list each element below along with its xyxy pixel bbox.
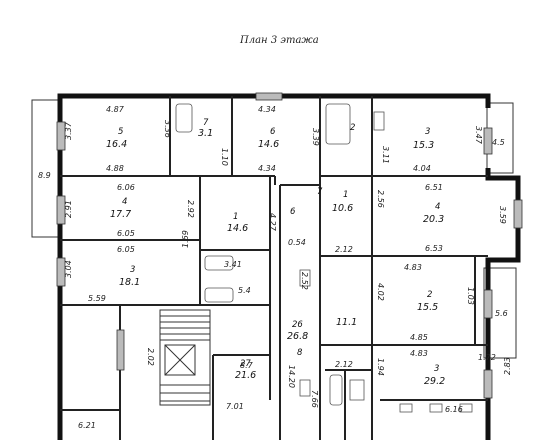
dim-label: 4.83 bbox=[410, 349, 428, 358]
dimension-labels: 4.87 4.88 3.36 1.10 4.34 4.34 3.39 3.11 … bbox=[38, 105, 512, 430]
dim-label: 0.54 bbox=[288, 238, 306, 247]
room-1-number: 1 bbox=[233, 212, 238, 222]
dim-label: 2.12 bbox=[335, 360, 353, 369]
room-7-number: 7 bbox=[203, 118, 209, 128]
dim-label: 4.5 bbox=[492, 138, 505, 147]
dim-label: 2.92 bbox=[186, 200, 195, 218]
room-5-area: 16.4 bbox=[106, 139, 127, 150]
dim-label: 1.10 bbox=[220, 148, 229, 166]
dim-label: 6.16 bbox=[445, 405, 463, 414]
room-2-number: 2 bbox=[350, 123, 355, 133]
dim-label: 5.59 bbox=[88, 294, 106, 303]
dim-label: 2.83 bbox=[503, 357, 512, 375]
dim-label: 5.6 bbox=[495, 309, 508, 318]
dim-label: 3.37 bbox=[64, 121, 73, 140]
dim-label: 6.05 bbox=[117, 229, 135, 238]
room-3-area: 15.3 bbox=[413, 140, 434, 151]
room-4b-number: 4 bbox=[435, 202, 440, 212]
dim-label: 7.01 bbox=[226, 402, 244, 411]
dim-label: 1.69 bbox=[181, 230, 190, 248]
dim-label: 4.87 bbox=[106, 105, 125, 114]
dim-label: 4.88 bbox=[106, 164, 124, 173]
dim-label: 2.52 bbox=[300, 272, 309, 290]
corridor-label-8: 8 bbox=[297, 348, 303, 358]
room-2b-area: 15.5 bbox=[417, 302, 438, 313]
room-6-area: 14.6 bbox=[258, 139, 279, 150]
room-11-area: 11.1 bbox=[336, 317, 357, 328]
room-1b-number: 1 bbox=[343, 190, 348, 200]
dim-label: 2.56 bbox=[376, 190, 385, 208]
dim-label: 6.21 bbox=[78, 421, 96, 430]
room-27-area: 21.6 bbox=[235, 370, 256, 381]
dim-label: 5.4 bbox=[238, 286, 251, 295]
room-7-area: 3.1 bbox=[198, 128, 213, 139]
dim-label: 8.9 bbox=[38, 171, 51, 180]
interior-walls bbox=[60, 96, 488, 440]
dim-label: 14.20 bbox=[287, 365, 296, 388]
room-26-area: 26.8 bbox=[287, 331, 308, 342]
dim-label: 6.53 bbox=[425, 244, 443, 253]
windows bbox=[56, 92, 523, 399]
room-3-number: 3 bbox=[425, 127, 430, 137]
balcony-left bbox=[31, 99, 61, 238]
bathroom-fixtures bbox=[175, 103, 473, 413]
staircase bbox=[159, 309, 211, 406]
room-1b-area: 10.6 bbox=[332, 203, 353, 214]
room-3b-area: 18.1 bbox=[119, 277, 140, 288]
room-3c-area: 29.2 bbox=[424, 376, 445, 387]
dim-label: 2.91 bbox=[64, 200, 73, 218]
corridor-label-6: 6 bbox=[290, 207, 296, 217]
dim-label: 3.04 bbox=[64, 260, 73, 278]
dim-label: 3.36 bbox=[163, 120, 172, 138]
dim-label: 2.02 bbox=[146, 348, 155, 366]
dim-label: 4.34 bbox=[258, 164, 276, 173]
dim-label: 4.02 bbox=[376, 283, 385, 301]
dim-label: 6.06 bbox=[117, 183, 135, 192]
dim-label: 3.11 bbox=[381, 146, 390, 164]
dim-label: 3.41 bbox=[224, 260, 242, 269]
room-labels: 5 16.4 7 3.1 6 14.6 2 3 15.3 4 17.7 1 14… bbox=[106, 118, 445, 387]
corridor-label-7: 7 bbox=[317, 187, 323, 197]
room-3c-number: 3 bbox=[434, 364, 439, 374]
room-4-number: 4 bbox=[122, 197, 127, 207]
dim-label: 3.39 bbox=[311, 128, 320, 146]
room-6-number: 6 bbox=[270, 127, 276, 137]
room-4-area: 17.7 bbox=[110, 209, 131, 220]
dim-label: 8.7 bbox=[240, 361, 254, 370]
dim-label: 4.85 bbox=[410, 333, 428, 342]
dim-label: 3.59 bbox=[498, 206, 507, 224]
dim-label: 4.27 bbox=[268, 213, 277, 232]
dim-label: 3.47 bbox=[474, 126, 483, 145]
room-3b-number: 3 bbox=[130, 265, 135, 275]
dim-label: 4.83 bbox=[404, 263, 422, 272]
dim-label: 6.51 bbox=[425, 183, 443, 192]
room-1-area: 14.6 bbox=[227, 223, 248, 234]
room-26-number: 26 bbox=[292, 320, 303, 330]
dim-label: 1.94 bbox=[376, 358, 385, 376]
dim-label: 1.03 bbox=[466, 287, 475, 305]
room-2b-number: 2 bbox=[427, 290, 432, 300]
room-5-number: 5 bbox=[118, 127, 123, 137]
dim-label: 7.66 bbox=[310, 390, 319, 408]
plan-title: План 3 этажа bbox=[239, 35, 319, 46]
dim-label: 2.12 bbox=[335, 245, 353, 254]
room-4b-area: 20.3 bbox=[423, 214, 444, 225]
dim-label: 4.34 bbox=[258, 105, 276, 114]
room-27-number: 27 bbox=[240, 359, 251, 369]
outer-walls bbox=[57, 93, 521, 440]
dim-label: 6.05 bbox=[117, 245, 135, 254]
dim-label: 4.04 bbox=[413, 164, 431, 173]
dim-label: 1.72 bbox=[478, 353, 496, 362]
